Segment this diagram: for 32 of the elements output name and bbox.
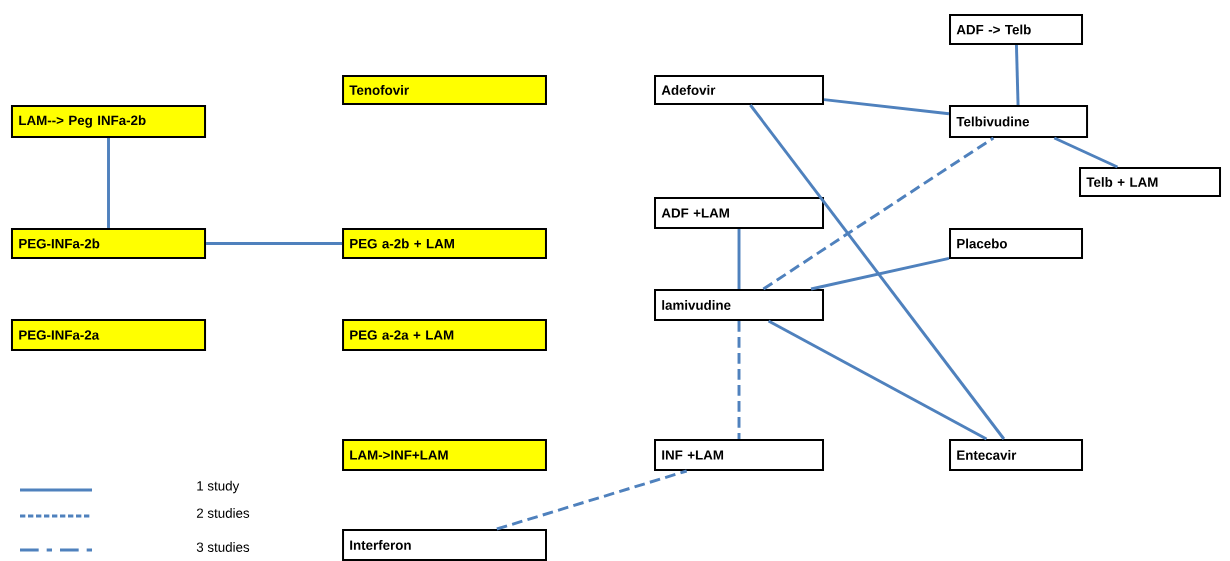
connector-line: [810, 256, 950, 291]
connector-line: [762, 136, 995, 291]
legend-label: 1 study: [197, 480, 240, 494]
drug-box: Entecavir: [949, 439, 1083, 471]
connector-line: [107, 137, 110, 228]
connector-line: [767, 319, 988, 441]
drug-box: LAM->INF+LAM: [342, 439, 547, 471]
legend-label: 3 studies: [196, 542, 250, 552]
connector-line: [737, 229, 741, 289]
drug-box: lamivudine: [654, 289, 824, 321]
connector-line: [496, 469, 688, 531]
drug-box: Telb + LAM: [1079, 167, 1221, 197]
drug-box: PEG a-2b + LAM: [342, 227, 547, 260]
drug-box: PEG-INFa-2a: [10, 319, 207, 351]
drug-box: ADF -> Telb: [949, 13, 1083, 46]
drug-box: Telbivudine: [949, 105, 1089, 138]
drug-box: INF +LAM: [654, 439, 824, 471]
drug-box: Interferon: [342, 529, 547, 561]
drug-box: Tenofovir: [342, 75, 547, 105]
connector-line: [1014, 45, 1020, 106]
connector-line: [206, 242, 343, 245]
connector-line: [749, 104, 1006, 440]
connector-line: [1053, 136, 1119, 169]
drug-box: Adefovir: [654, 75, 824, 105]
drug-box: LAM--> Peg INFa-2b: [10, 105, 207, 138]
legend-label: 2 studies: [196, 508, 250, 518]
connector-line: [737, 321, 741, 439]
drug-box: ADF +LAM: [654, 197, 824, 229]
drug-box: PEG-INFa-2b: [10, 227, 207, 260]
drug-box: Placebo: [949, 227, 1083, 260]
drug-box: PEG a-2a + LAM: [342, 319, 547, 351]
connector-line: [823, 98, 950, 116]
